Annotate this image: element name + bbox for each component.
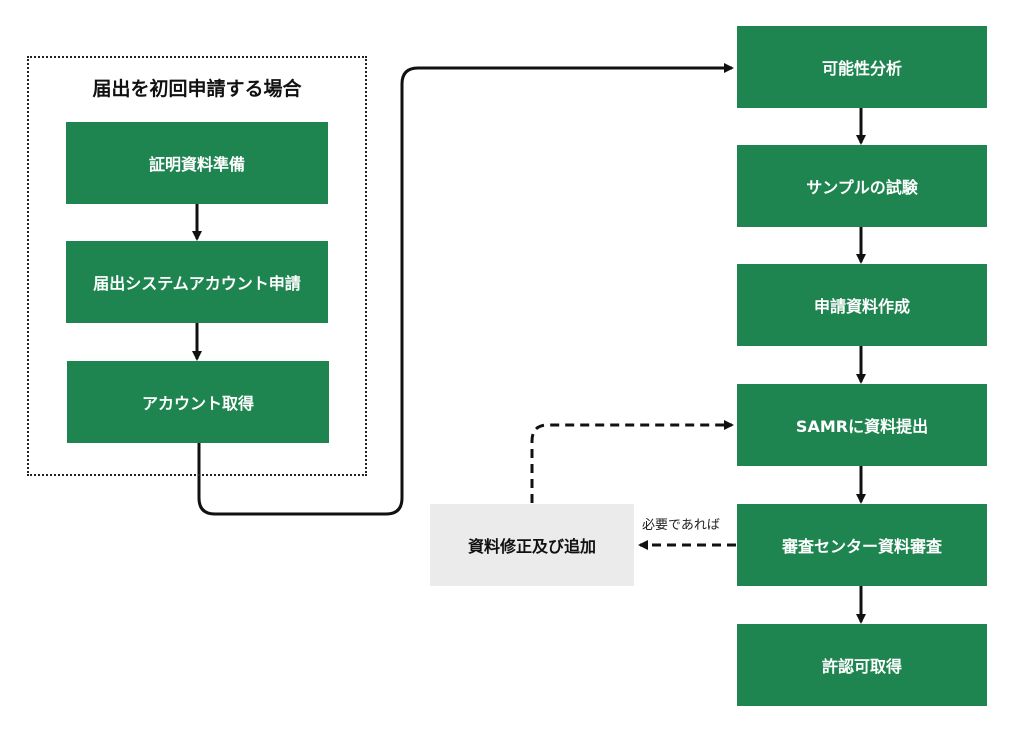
arrow-revision-to-submit (530, 420, 734, 503)
step-obtain-account: アカウント取得 (67, 361, 329, 443)
step-obtain-approval: 許認可取得 (737, 624, 987, 706)
group-title: 届出を初回申請する場合 (92, 78, 302, 100)
first-filing-group-frame (27, 56, 367, 476)
step-create-application: 申請資料作成 (737, 264, 987, 346)
step-sample-testing: サンプルの試験 (737, 145, 987, 227)
revision-condition-label: 必要であれば (642, 518, 720, 533)
step-apply-account: 届出システムアカウント申請 (66, 241, 328, 323)
step-review-center: 審査センター資料審査 (737, 504, 987, 586)
step-prepare-documents: 証明資料準備 (66, 122, 328, 204)
step-submit-to-samr: SAMRに資料提出 (737, 384, 987, 466)
arrow-group-to-main (197, 63, 734, 516)
revision-box: 資料修正及び追加 (430, 504, 634, 586)
step-feasibility-analysis: 可能性分析 (737, 26, 987, 108)
